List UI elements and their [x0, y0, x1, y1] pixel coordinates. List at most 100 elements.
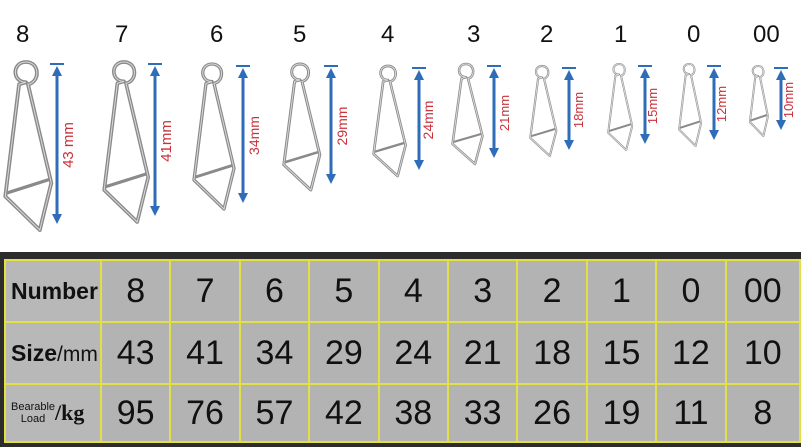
snap-clip-highlight	[373, 65, 407, 177]
clip-length-label: 43 mm	[60, 122, 77, 168]
clip-number-label: 5	[293, 21, 306, 48]
arrow-up-icon	[489, 68, 499, 78]
number-cell: 5	[308, 259, 380, 323]
number-cell: 3	[446, 259, 519, 323]
number-cell: 0	[655, 259, 727, 323]
load-cell: 76	[169, 383, 241, 443]
clip-number-label: 1	[614, 21, 627, 48]
number-cell: 4	[377, 259, 449, 323]
snap-clip-icon	[192, 62, 236, 211]
size-cell: 24	[377, 321, 449, 385]
clip-length-label: 21mm	[497, 95, 512, 131]
size-cell: 15	[585, 321, 658, 385]
arrow-up-icon	[326, 68, 336, 78]
arrow-up-icon	[52, 66, 62, 76]
snap-clip-highlight	[193, 63, 235, 210]
clip-latch	[6, 178, 50, 195]
clip-number-label: 2	[540, 21, 553, 48]
clip-latch	[284, 150, 319, 164]
arrow-down-icon	[150, 206, 160, 216]
load-cell: 38	[377, 383, 449, 443]
clip-number-label: 00	[753, 21, 780, 48]
clip-latch	[750, 114, 768, 122]
clip-latch	[105, 172, 147, 189]
arrow-down-icon	[709, 130, 719, 140]
clip-length-label: 34mm	[246, 116, 262, 155]
arrow-up-icon	[238, 68, 248, 78]
spec-table: Number 8 7 6 5 4 3 2 1 0 00 Size/mm 43 4…	[4, 259, 801, 443]
clip-number-label: 6	[210, 21, 223, 48]
clip-length-label: 24mm	[420, 101, 436, 140]
row-label-size: Size/mm	[4, 321, 102, 385]
clip-length-label: 41mm	[158, 120, 175, 162]
snap-clip-highlight	[749, 65, 769, 138]
clip-latch	[374, 141, 405, 153]
snap-clip-highlight	[607, 63, 633, 151]
clips-illustration: 8 43 mm 7 41mm 6 34mm 5 29mm 4 24mm 3 21mm 2 18mm 1 15m…	[3, 21, 796, 232]
number-cell: 8	[99, 259, 172, 323]
clip-length-label: 29mm	[334, 107, 350, 146]
arrow-up-icon	[150, 66, 160, 76]
number-cell: 00	[724, 259, 801, 323]
number-cell: 6	[238, 259, 311, 323]
arrow-down-icon	[52, 214, 62, 224]
size-cell: 21	[446, 321, 519, 385]
arrow-down-icon	[238, 193, 248, 203]
row-label-number: Number	[4, 259, 102, 323]
snap-clip-highlight	[4, 61, 52, 231]
number-cell: 7	[169, 259, 241, 323]
size-cell: 12	[655, 321, 727, 385]
snap-clip-highlight	[529, 65, 557, 157]
load-cell: 42	[308, 383, 380, 443]
load-cell: 26	[516, 383, 588, 443]
size-cell: 41	[169, 321, 241, 385]
clip-length-label: 12mm	[714, 86, 729, 122]
clip-number-label: 4	[381, 21, 394, 48]
size-cell: 34	[238, 321, 311, 385]
size-cell: 10	[724, 321, 801, 385]
load-cell: 95	[99, 383, 172, 443]
arrow-down-icon	[326, 174, 336, 184]
snap-clip-highlight	[283, 63, 321, 191]
clip-length-label: 18mm	[571, 92, 586, 128]
arrow-up-icon	[640, 68, 650, 78]
clip-length-label: 10mm	[781, 82, 796, 118]
clip-length-label: 15mm	[645, 88, 660, 124]
clip-latch	[679, 120, 701, 129]
snap-clip-highlight	[103, 61, 149, 223]
table-row-size: Size/mm 43 41 34 29 24 21 18 15 12 10	[4, 321, 801, 385]
clip-latch	[530, 128, 556, 138]
arrow-down-icon	[414, 160, 424, 170]
size-cell: 43	[99, 321, 172, 385]
number-cell: 2	[516, 259, 588, 323]
load-cell: 19	[585, 383, 658, 443]
clip-latch	[608, 123, 632, 133]
clip-number-label: 3	[467, 21, 480, 48]
arrow-down-icon	[640, 134, 650, 144]
clip-latch	[194, 164, 233, 179]
size-cell: 29	[308, 321, 380, 385]
product-photo-area: 8 43 mm 7 41mm 6 34mm 5 29mm 4 24mm 3 21mm 2 18mm 1 15m…	[3, 21, 796, 232]
snap-clip-highlight	[678, 63, 702, 147]
load-cell: 33	[446, 383, 519, 443]
load-cell: 8	[724, 383, 801, 443]
arrow-up-icon	[776, 70, 786, 80]
arrow-up-icon	[564, 70, 574, 80]
clip-number-label: 8	[16, 21, 29, 48]
size-cell: 18	[516, 321, 588, 385]
arrow-up-icon	[414, 70, 424, 80]
arrow-down-icon	[489, 148, 499, 158]
arrow-down-icon	[776, 120, 786, 130]
snap-clip-highlight	[451, 63, 484, 165]
spec-table-panel: Number 8 7 6 5 4 3 2 1 0 00 Size/mm 43 4…	[0, 252, 801, 447]
load-cell: 57	[238, 383, 311, 443]
load-cell: 11	[655, 383, 727, 443]
number-cell: 1	[585, 259, 658, 323]
clip-number-label: 0	[687, 21, 700, 48]
clip-number-label: 7	[115, 21, 128, 48]
clip-latch	[453, 132, 482, 144]
table-row-number: Number 8 7 6 5 4 3 2 1 0 00	[4, 259, 801, 323]
arrow-down-icon	[564, 140, 574, 150]
